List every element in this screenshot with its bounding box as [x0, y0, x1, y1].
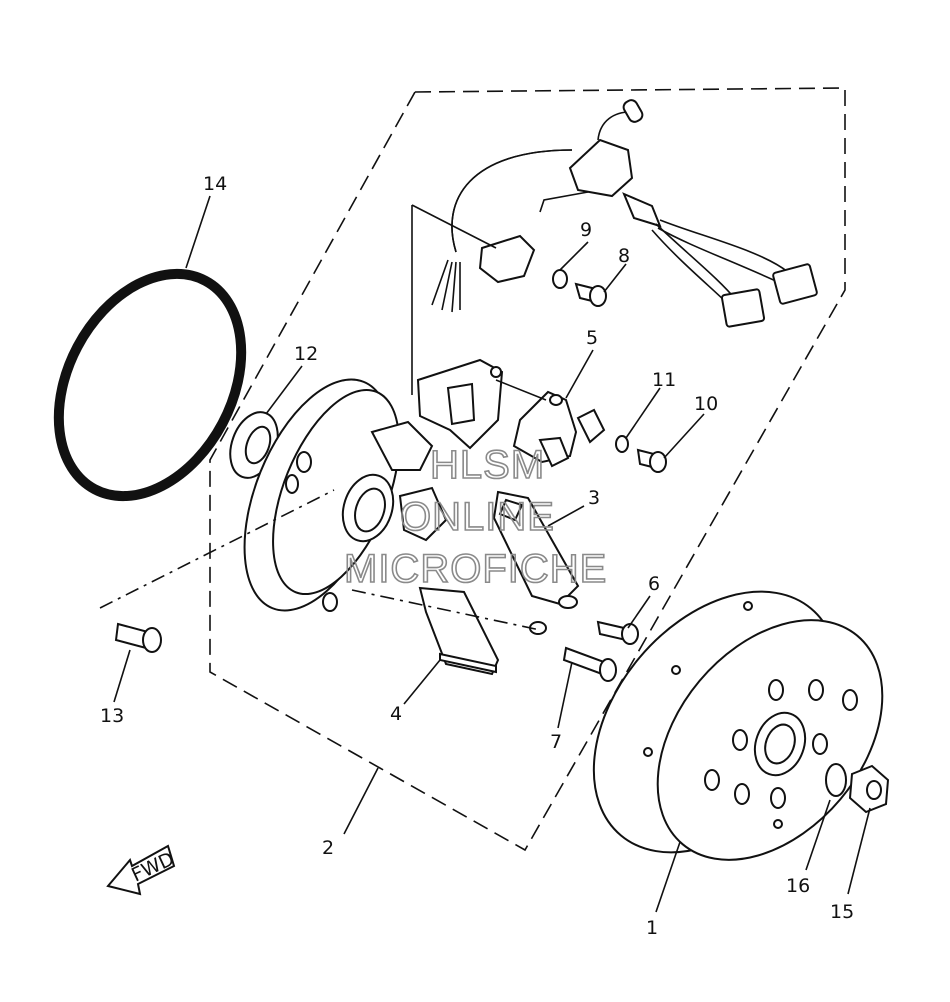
part-flywheel-rotor[interactable] [544, 544, 928, 903]
label-4: 4 [390, 703, 402, 725]
part-washer-11[interactable] [615, 435, 629, 453]
part-coil-4[interactable] [418, 586, 547, 676]
part-stator-base[interactable] [215, 359, 448, 632]
label-11: 11 [652, 369, 676, 391]
part-screw-10[interactable] [636, 448, 667, 473]
watermark-line-2: ONLINE [400, 495, 555, 539]
part-upper-bracket[interactable] [416, 358, 504, 450]
assembly-boundary [209, 87, 846, 852]
part-harness-bracket[interactable] [478, 234, 536, 284]
part-labels: 14 12 9 8 5 11 10 3 6 7 4 13 2 16 15 1 [100, 173, 854, 939]
label-1: 1 [646, 917, 658, 939]
label-6: 6 [648, 573, 660, 595]
label-5: 5 [586, 327, 598, 349]
label-10: 10 [694, 393, 718, 415]
part-clamp[interactable] [576, 408, 606, 444]
label-7: 7 [550, 731, 562, 753]
watermark-line-3: MICROFICHE [344, 547, 607, 591]
part-screw-7[interactable] [562, 646, 617, 682]
leader-lines [99, 195, 871, 913]
label-12: 12 [294, 343, 318, 365]
label-2: 2 [322, 837, 334, 859]
label-14: 14 [203, 173, 227, 195]
part-screw-8[interactable] [574, 282, 607, 307]
part-washer-9[interactable] [552, 269, 568, 289]
fwd-arrow: FWD [106, 844, 178, 896]
watermark: HLSM ONLINE MICROFICHE [343, 442, 607, 592]
label-16: 16 [786, 875, 810, 897]
label-9: 9 [580, 219, 592, 241]
label-3: 3 [588, 487, 600, 509]
label-13: 13 [100, 705, 124, 727]
part-pulser-coil[interactable] [512, 390, 578, 468]
label-15: 15 [830, 901, 854, 923]
part-screw-13[interactable] [114, 622, 162, 653]
part-wire-harness[interactable] [431, 98, 818, 328]
part-o-ring[interactable] [22, 242, 278, 527]
label-8: 8 [618, 245, 630, 267]
part-washer-16[interactable] [825, 763, 847, 797]
part-nut-15[interactable] [848, 764, 890, 814]
part-screw-6[interactable] [596, 620, 639, 645]
watermark-line-1: HLSM [430, 443, 545, 487]
part-coil-3[interactable] [492, 490, 580, 609]
